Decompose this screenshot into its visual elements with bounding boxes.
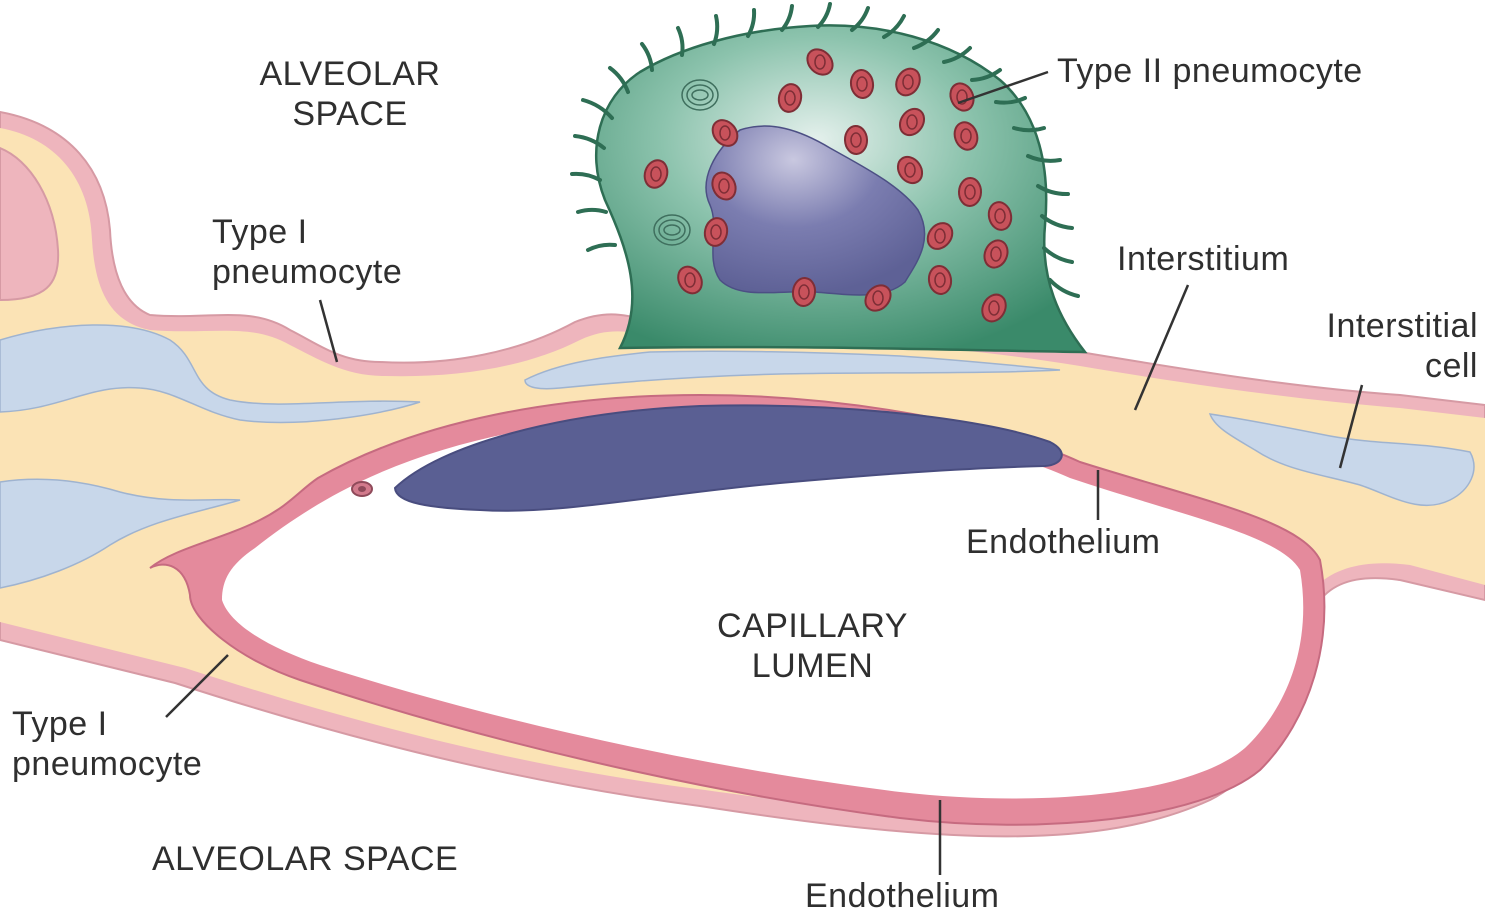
label-type1-pneumocyte-top: Type I pneumocyte [212,212,402,292]
microvillus [578,210,606,212]
label-interstitium: Interstitium [1117,239,1289,279]
label-capillary-lumen: CAPILLARY LUMEN [660,606,965,686]
label-endothelium-right: Endothelium [966,522,1161,562]
microvillus [1050,280,1078,296]
microvillus [1044,248,1072,262]
label-type1-top-line2: pneumocyte [212,252,402,292]
label-capillary-lumen-line1: CAPILLARY [660,606,965,646]
label-alveolar-space-bottom: ALVEOLAR SPACE [152,839,458,879]
microvillus [1014,128,1044,130]
label-type1-top-line1: Type I [212,212,402,252]
label-type1-bottom-line1: Type I [12,704,202,744]
label-interstitial-cell: Interstitial cell [1230,306,1478,386]
microvillus [642,44,652,70]
microvillus [588,245,615,250]
lamellar-body [959,178,982,207]
label-endothelium-bottom: Endothelium [805,876,1000,916]
microvillus [714,16,717,44]
label-type1-bottom-line2: pneumocyte [12,744,202,784]
label-alveolar-space-top: ALVEOLAR SPACE [200,54,500,134]
label-capillary-lumen-line2: LUMEN [660,646,965,686]
label-alveolar-space-top-line1: ALVEOLAR [200,54,500,94]
label-interstitial-cell-line1: Interstitial [1230,306,1478,346]
label-type2-pneumocyte: Type II pneumocyte [1057,51,1363,91]
small-organelle-center [358,486,366,492]
microvillus [572,174,600,180]
microvillus [818,4,830,27]
lamellar-body [844,125,867,154]
microvillus [678,28,683,55]
label-type1-pneumocyte-bottom: Type I pneumocyte [12,704,202,784]
label-alveolar-space-top-line2: SPACE [200,94,500,134]
label-interstitial-cell-line2: cell [1230,346,1478,386]
microvillus [610,68,628,92]
